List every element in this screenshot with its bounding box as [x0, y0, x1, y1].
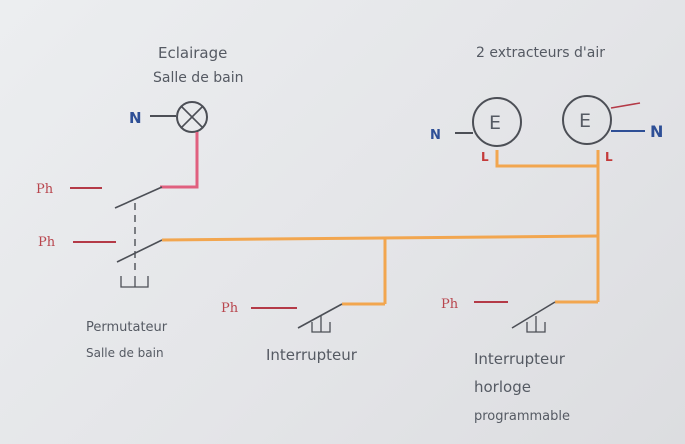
permutateur-contact-bottom: [116, 239, 163, 263]
interrupteur-label: Interrupteur: [266, 346, 358, 364]
timer-button-icon: [526, 316, 546, 333]
interrupteur-phase-label: Ph: [221, 301, 239, 316]
orange-wiring: [161, 150, 600, 306]
lighting-subtitle: Salle de bain: [153, 70, 244, 86]
permutateur-phase-label-top: Ph: [36, 182, 54, 197]
extractors-title: 2 extracteurs d'air: [476, 45, 605, 61]
permutateur-contact-top: [114, 186, 163, 209]
lamp-pink-wire: [160, 132, 199, 189]
interrupteur-contact: [297, 303, 343, 329]
interrupteur-button-icon: [311, 316, 331, 333]
extractor-2-top-wire: [610, 102, 641, 109]
extractor-1-icon: E: [472, 97, 522, 147]
timer-label-line2: horloge: [474, 378, 531, 396]
lighting-title: Eclairage: [158, 44, 227, 62]
lamp-neutral-label: N: [129, 109, 142, 127]
permutateur-label-line2: Salle de bain: [86, 346, 164, 360]
extractor-2-line-label: L: [605, 150, 613, 164]
extractor-1-line-label: L: [481, 150, 489, 164]
svg-text:E: E: [579, 110, 591, 132]
lamp-icon: [176, 101, 208, 133]
permutateur-button-icon: [120, 276, 149, 288]
timer-label-line1: Interrupteur: [474, 350, 566, 368]
timer-label-line3: programmable: [474, 409, 570, 424]
permutateur-phase-label-bottom: Ph: [38, 235, 56, 250]
svg-text:E: E: [489, 112, 501, 134]
extractor-2-icon: E: [562, 95, 612, 145]
timer-phase-label: Ph: [441, 297, 459, 312]
extractor-2-neutral-label: N: [650, 122, 663, 141]
timer-contact: [511, 301, 556, 329]
extractor-1-neutral-label: N: [430, 128, 441, 143]
permutateur-label-line1: Permutateur: [86, 320, 168, 335]
